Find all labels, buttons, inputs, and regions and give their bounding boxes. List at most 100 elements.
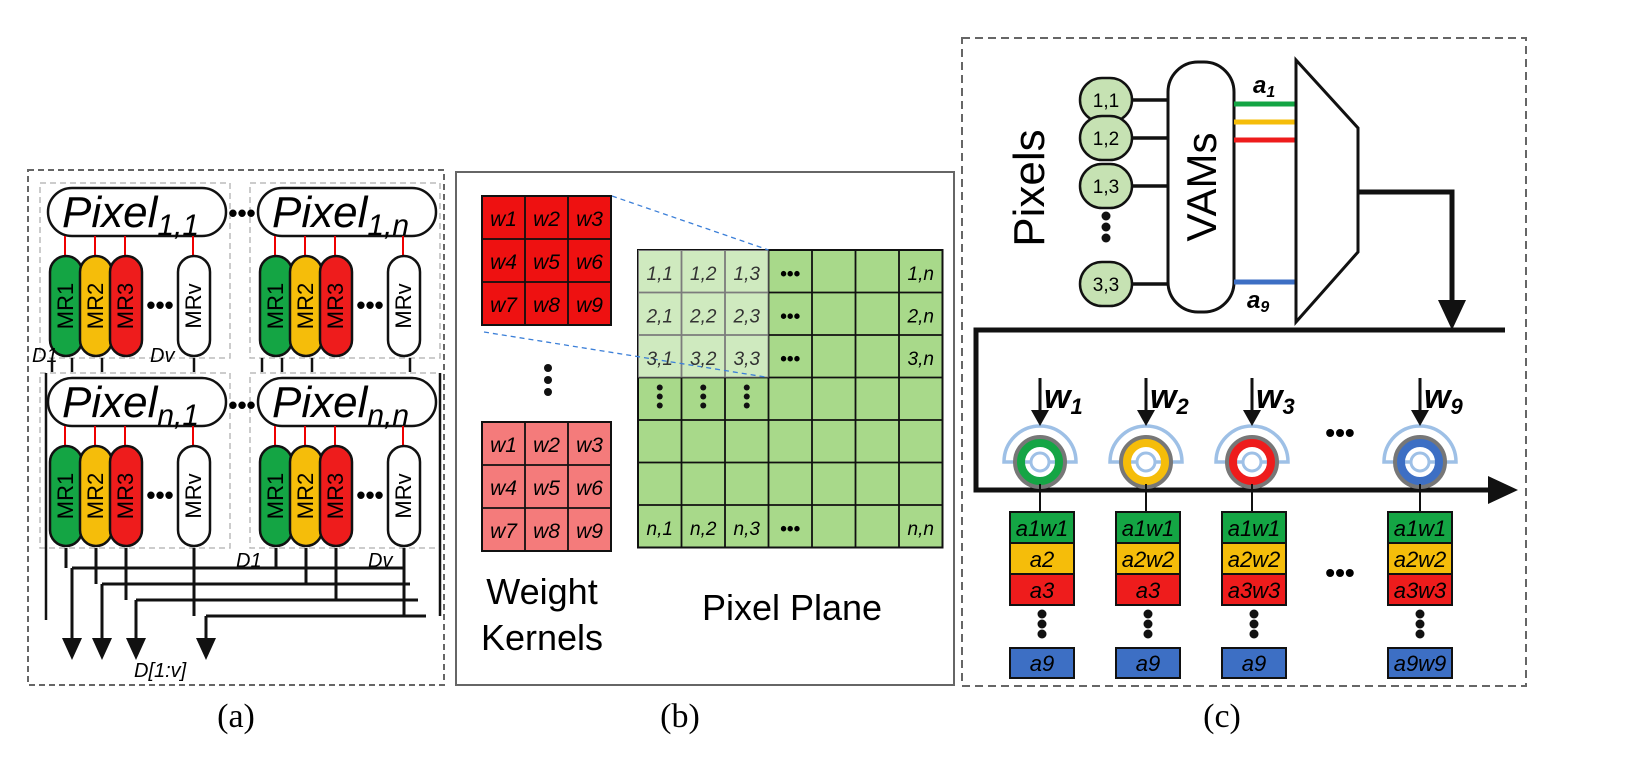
weight-label-sub: 2: [1175, 394, 1189, 419]
stack-label: a9w9: [1394, 651, 1447, 676]
grid-ellipsis: •••: [780, 307, 800, 328]
mr-label: MRv: [391, 473, 416, 518]
bus-arrow: [196, 638, 216, 660]
stack-label: a3: [1136, 578, 1161, 603]
mr-capsule: [318, 254, 354, 358]
stack-cell: [1009, 511, 1075, 544]
kernel-weight: w2: [533, 208, 560, 231]
weight-label-sub: 9: [1450, 394, 1463, 419]
stack-ellipsis: •••: [1325, 557, 1354, 588]
dbus-label: D[1:v]: [134, 660, 187, 682]
grid-label: 3,n: [908, 349, 934, 370]
mr-label: MR1: [53, 283, 78, 329]
stack-label: a2w2: [1228, 547, 1281, 572]
stack-label: a2w2: [1394, 547, 1447, 572]
ring-dome: [1214, 424, 1290, 464]
kernel-weight: w4: [490, 251, 517, 274]
pixel-ellipsis: •••: [228, 198, 255, 228]
stack-dot: [1143, 619, 1153, 629]
weight-label-base: w: [1256, 378, 1285, 416]
mr-capsule: [176, 254, 212, 358]
ring: [1397, 439, 1443, 485]
weight-label-base: w: [1150, 378, 1179, 416]
grid-label: 3,1: [647, 349, 673, 370]
ring-dome: [1108, 424, 1184, 464]
mr-label: MRv: [181, 473, 206, 518]
kernel-weight: w9: [576, 294, 603, 317]
ring-dome: [1002, 424, 1078, 464]
weight-label: w2: [1150, 378, 1189, 419]
mux-output-wire: [1358, 189, 1455, 302]
stack-dot: [1415, 609, 1425, 619]
stack-cell: [1221, 573, 1287, 606]
mr-ellipsis: •••: [356, 480, 383, 510]
projection-line: [483, 331, 769, 379]
pixel-box: [46, 376, 228, 428]
kernel-weight: w1: [490, 434, 517, 457]
stack-cell-last: [1115, 647, 1181, 679]
vertical-dot: [700, 393, 707, 400]
mr-label: MR2: [293, 473, 318, 519]
grid-ellipsis: •••: [780, 264, 800, 285]
stack-label: a2: [1030, 547, 1054, 572]
pixel-plane: [637, 249, 944, 549]
pixel-plane-label: Pixel Plane: [702, 587, 882, 628]
kernel-weight: w4: [490, 477, 517, 500]
stack-label: a9: [1242, 651, 1266, 676]
kernel-weight: w8: [533, 520, 560, 543]
cell-frame: [39, 182, 231, 359]
pixel-label-base: Pixel: [62, 378, 159, 427]
pixel-node-label: 3,3: [1093, 275, 1119, 296]
ring: [1229, 439, 1275, 485]
pixel-label: Pixeln,1: [62, 378, 199, 432]
kernel-weight: w6: [576, 477, 603, 500]
grid-label: 1,1: [647, 264, 673, 285]
ring: [1017, 439, 1063, 485]
kernel-weight: w3: [576, 434, 603, 457]
grid-ellipsis: •••: [780, 349, 800, 370]
stack-label: a2w2: [1122, 547, 1175, 572]
a9-label-base: a: [1247, 287, 1260, 314]
grid-label: n,1: [647, 519, 673, 540]
grid-label: 2,n: [907, 307, 934, 328]
d1-label: D1: [32, 345, 58, 367]
stack-dot: [1037, 619, 1047, 629]
kernel-weight: w2: [533, 434, 560, 457]
stack-label: a3w3: [1394, 578, 1447, 603]
stack-label: a3: [1030, 578, 1055, 603]
mux-trapezoid: [1294, 56, 1360, 326]
mr-capsule: [386, 254, 422, 358]
grid-label: 3,3: [734, 349, 761, 370]
kernel-weight: w3: [576, 208, 603, 231]
grid-label: n,2: [690, 519, 717, 540]
kernel-weight: w1: [490, 208, 517, 231]
stack-cell-last: [1009, 647, 1075, 679]
weight-label: w3: [1256, 378, 1295, 419]
panel-c-frame: [961, 37, 1527, 687]
vertical-dot: [700, 384, 707, 391]
mr-label: MR3: [323, 283, 348, 329]
caption-b: (b): [660, 698, 700, 735]
mux-output-arrow: [1438, 300, 1466, 330]
stack-label: a3w3: [1228, 578, 1281, 603]
stack-cell: [1115, 573, 1181, 606]
kernel-bottom: [481, 421, 612, 552]
kernel-weight: w7: [490, 294, 518, 317]
kernel-weight: w5: [533, 477, 560, 500]
a1-label-base: a: [1253, 72, 1266, 99]
grid-label: n,3: [734, 519, 761, 540]
mr-capsule: [318, 444, 354, 548]
stack-cell: [1115, 542, 1181, 575]
mr-capsule: [108, 254, 144, 358]
mr-label: MR2: [83, 473, 108, 519]
ring-core: [1241, 451, 1263, 473]
stack-dot: [1415, 619, 1425, 629]
grid-label: 2,1: [646, 307, 673, 328]
pixel-node-label: 1,1: [1093, 91, 1119, 112]
dv-label: Dv: [150, 345, 175, 367]
stack-dot: [1143, 629, 1153, 639]
weight-label-base: w: [1044, 378, 1073, 416]
stack-label: a1w1: [1122, 516, 1175, 541]
grid-label: 1,2: [690, 264, 717, 285]
